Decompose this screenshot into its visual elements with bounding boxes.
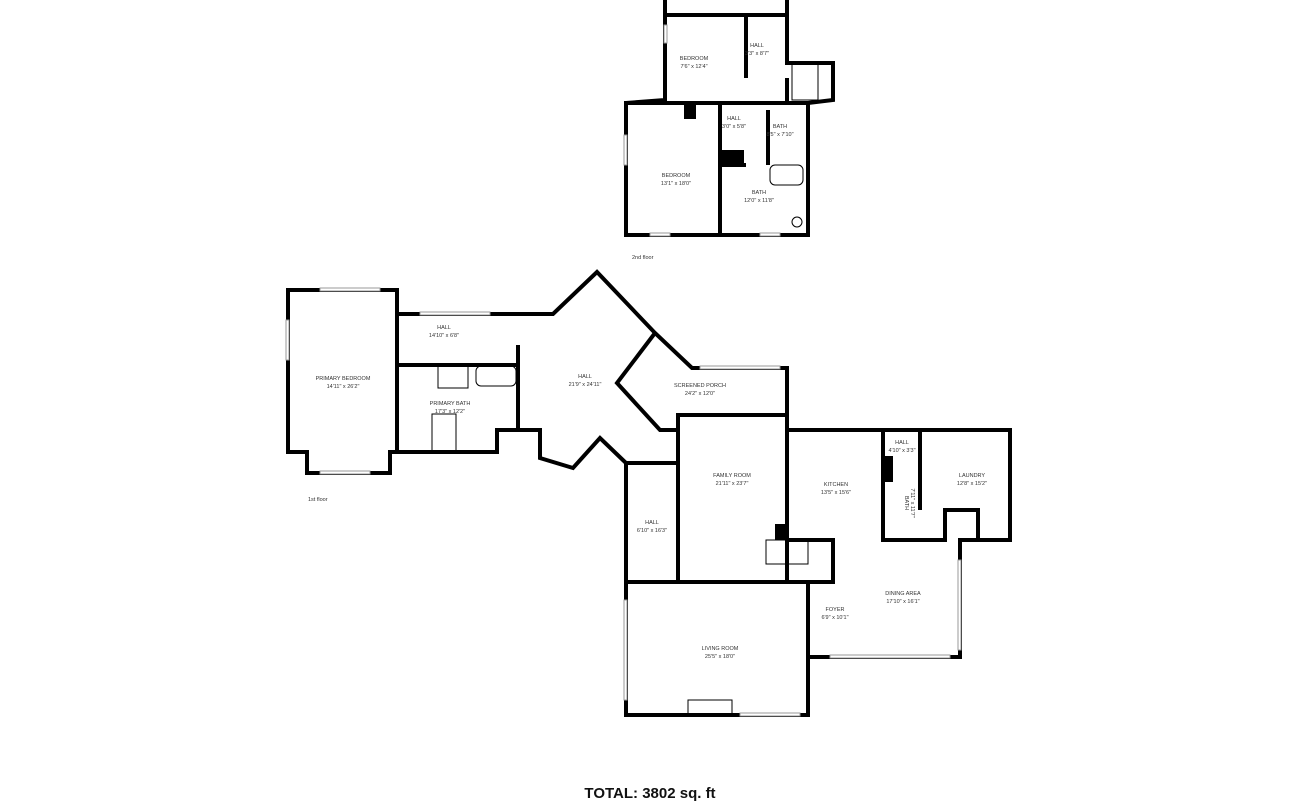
floor-label: 2nd floor	[632, 255, 654, 261]
room-name: FAMILY ROOM	[713, 473, 751, 479]
room-dims: 21'9" x 24'11"	[569, 382, 602, 388]
room-name: PRIMARY BATH	[430, 401, 471, 407]
room-dims: 13'1" x 18'0"	[661, 181, 691, 187]
room-dims: 14'11" x 26'2"	[327, 384, 360, 390]
room-dims: 4'10" x 3'3"	[888, 448, 915, 454]
room-name: FOYER	[826, 607, 845, 613]
room-dims: 17'10" x 16'1"	[886, 599, 919, 605]
room-dims: 12'0" x 11'8"	[744, 198, 774, 204]
room-name: KITCHEN	[824, 482, 848, 488]
room-dims: 12'8" x 15'2"	[957, 481, 987, 487]
room-name: BATH	[903, 496, 909, 510]
room-name: HALL	[750, 43, 764, 49]
room-name: BATH	[773, 124, 787, 130]
room-dims: 21'11" x 23'7"	[716, 481, 749, 487]
room-dims: 24'2" x 12'0"	[685, 391, 715, 397]
room-name: HALL	[895, 440, 909, 446]
room-dims: 6'9" x 10'1"	[821, 615, 848, 621]
room-name: HALL	[727, 116, 741, 122]
room-name: BATH	[752, 190, 766, 196]
room-dims: 6'10" x 16'3"	[637, 528, 667, 534]
room-dims: 13'5" x 15'6"	[821, 490, 851, 496]
room-dims: 25'5" x 18'0"	[705, 654, 735, 660]
room-dims: 17'3" x 12'2"	[435, 409, 465, 415]
room-name: HALL	[437, 325, 451, 331]
first-floor-labels: PRIMARY BEDROOM 14'11" x 26'2" HALL 14'1…	[308, 325, 987, 660]
room-name: BEDROOM	[662, 173, 691, 179]
room-name: HALL	[578, 374, 592, 380]
room-name: HALL	[645, 520, 659, 526]
room-name: LAUNDRY	[959, 473, 986, 479]
first-floor-walls	[285, 269, 1012, 717]
room-name: DINING AREA	[885, 591, 921, 597]
room-name: BEDROOM	[680, 56, 709, 62]
second-floor-walls	[623, 0, 835, 237]
room-name: SCREENED PORCH	[674, 383, 726, 389]
room-dims: 8'5" x 7'10"	[766, 132, 793, 138]
room-dims: 7'11" x 11'7"	[909, 488, 915, 517]
room-dims: 3'0" x 5'8"	[722, 124, 746, 130]
second-floor-labels: BEDROOM 7'6" x 12'4" HALL 3'3" x 8'7" HA…	[632, 43, 794, 261]
room-name: LIVING ROOM	[702, 646, 739, 652]
room-dims: 7'6" x 12'4"	[680, 64, 707, 70]
floor-label: 1st floor	[308, 497, 328, 503]
room-name: PRIMARY BEDROOM	[316, 376, 371, 382]
room-dims: 3'3" x 8'7"	[745, 51, 769, 57]
room-dims: 14'10" x 6'8"	[429, 333, 459, 339]
total-area: TOTAL: 3802 sq. ft	[584, 785, 716, 802]
